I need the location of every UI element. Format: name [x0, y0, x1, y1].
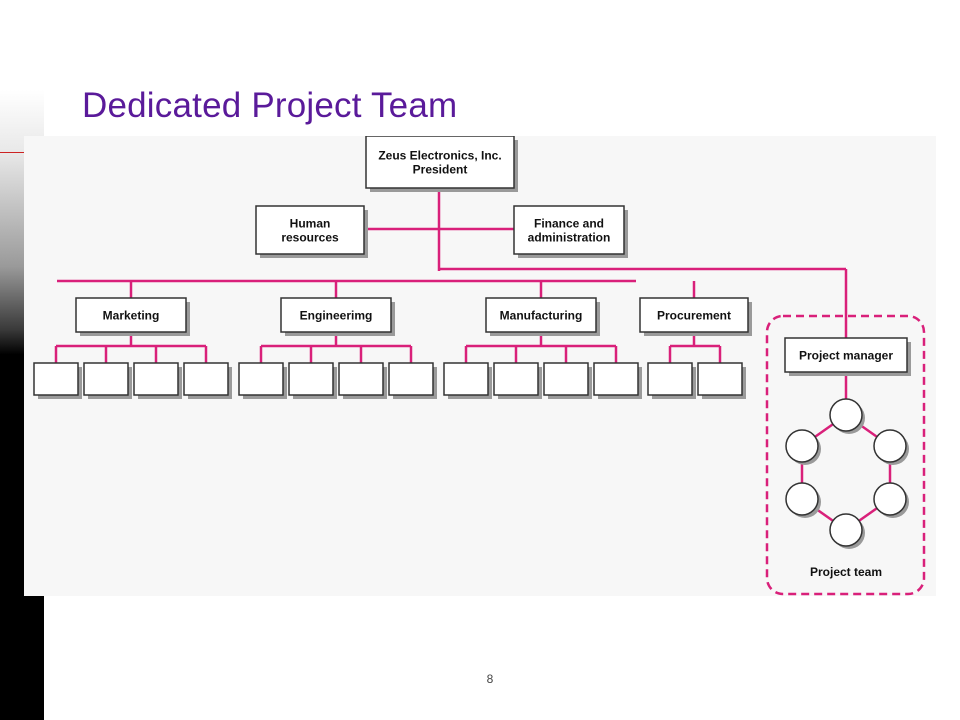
title-rule — [0, 152, 24, 153]
department-box-label: Marketing — [103, 308, 160, 322]
sub-unit-box — [697, 362, 743, 396]
project-team-label: Project team — [810, 565, 882, 579]
president-box-label: Zeus Electronics, Inc. — [378, 148, 501, 162]
department-box-label: Engineerimg — [300, 308, 373, 322]
team-member-node — [873, 429, 907, 463]
sub-unit-box — [543, 362, 589, 396]
sub-unit-box — [133, 362, 179, 396]
sub-unit-box — [83, 362, 129, 396]
finance-administration-box — [513, 205, 625, 255]
sub-unit-box — [388, 362, 434, 396]
department-box-label: Manufacturing — [500, 308, 583, 322]
sub-unit-box — [338, 362, 384, 396]
human-resources-box-label: Human — [290, 216, 331, 230]
team-member-node — [785, 482, 819, 516]
human-resources-box-label: resources — [281, 230, 339, 244]
team-member-node — [873, 482, 907, 516]
sub-unit-box — [238, 362, 284, 396]
department-box — [280, 297, 392, 333]
president-box-label: President — [413, 162, 468, 176]
org-chart: Zeus Electronics, Inc.PresidentHumanreso… — [33, 136, 926, 596]
sub-unit-box — [593, 362, 639, 396]
president-box — [365, 136, 515, 189]
project-manager-box — [784, 337, 908, 373]
sub-unit-box — [288, 362, 334, 396]
finance-administration-box-label: Finance and — [534, 216, 604, 230]
team-member-node — [829, 398, 863, 432]
human-resources-box — [255, 205, 365, 255]
slide-title: Dedicated Project Team — [82, 86, 458, 125]
department-box-label: Procurement — [657, 308, 731, 322]
finance-administration-box-label: administration — [528, 230, 611, 244]
team-member-node — [829, 513, 863, 547]
project-manager-box-label: Project manager — [799, 348, 893, 362]
department-box — [639, 297, 749, 333]
department-box — [485, 297, 597, 333]
sub-unit-box — [183, 362, 229, 396]
sub-unit-box — [33, 362, 79, 396]
sub-unit-box — [443, 362, 489, 396]
project-team-container — [765, 314, 926, 596]
department-box — [75, 297, 187, 333]
page-number: 8 — [486, 672, 494, 686]
sub-unit-box — [493, 362, 539, 396]
sub-unit-box — [647, 362, 693, 396]
team-member-node — [785, 429, 819, 463]
